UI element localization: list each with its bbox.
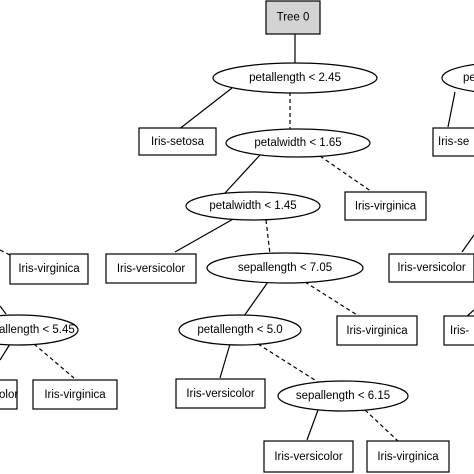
leaf-label: Iris-virginica [18, 263, 80, 275]
leaf-node-right-clipped: Iris- [443, 315, 474, 346]
leaf-label: Iris-virginica [377, 451, 439, 463]
leaf-node-left: Iris-virginica [9, 253, 89, 285]
leaf-label: Iris-versicolor [117, 263, 186, 275]
split-label: petalwidth < 1.65 [254, 137, 341, 149]
split-label: petallength < 5.0 [197, 324, 282, 336]
edge-n3-n5 [319, 155, 373, 193]
leaf-label: Iris-virginica [346, 325, 408, 337]
leaf-label: Iris-versicolor [274, 451, 343, 463]
edge-n7-n9 [304, 281, 366, 321]
root-node: Tree 0 [265, 0, 321, 35]
leaf-label: Iris-setosa [151, 136, 205, 148]
edge-left-to-l1 [0, 249, 13, 257]
leaf-label: olor [0, 389, 18, 401]
split-node: sepallength < 7.05 [206, 252, 364, 284]
edge-n11-n12 [306, 409, 319, 441]
leaf-node: Iris-virginica [366, 440, 450, 473]
edge-l2-l4 [33, 343, 75, 379]
edge-l2-l3 [0, 343, 11, 361]
leaf-node: Iris-versicolor [175, 378, 266, 409]
edge-left-into-l2 [0, 305, 7, 315]
edge-n8-n10 [219, 343, 231, 379]
leaf-node-right-clipped: Iris-se [432, 127, 474, 157]
leaf-node: Iris-virginica [344, 191, 427, 221]
edge-n7-n8 [243, 281, 269, 317]
edge-n3-n4 [224, 154, 261, 194]
leaf-node-left: Iris-virginica [32, 379, 118, 410]
leaf-label: Iris-versicolor [186, 388, 255, 400]
split-node: petallength < 5.0 [178, 314, 302, 346]
root-label: Tree 0 [277, 12, 310, 24]
edge-right-to-r3 [461, 234, 474, 253]
split-node-right-clipped: pe [441, 63, 474, 93]
split-label: sepallength < 6.15 [296, 390, 390, 402]
leaf-node: Iris-virginica [336, 315, 418, 346]
edge-n4-n7 [265, 219, 271, 255]
leaf-node: Iris-setosa [138, 127, 217, 156]
leaf-label: Iris-virginica [44, 389, 106, 401]
edges-layer [0, 34, 474, 442]
leaf-node: Iris-versicolor [263, 440, 354, 473]
edge-right-r1-r2 [447, 91, 456, 128]
leaf-label: Iris-se [438, 136, 469, 148]
split-node: petalwidth < 1.45 [185, 191, 321, 221]
split-label: petallength < 2.45 [249, 72, 341, 84]
edge-n4-n6 [174, 217, 236, 253]
split-node: sepallength < 6.15 [277, 380, 409, 412]
split-label: allength < 5.45 [0, 324, 75, 336]
leaf-node: Iris-versicolor [105, 253, 197, 284]
split-node: petalwidth < 1.65 [225, 128, 371, 158]
leaf-label: Iris-virginica [355, 201, 417, 213]
split-node-left-clipped: allength < 5.45 [0, 314, 79, 346]
leaf-label: Iris- [450, 325, 469, 337]
leaf-node-left-clipped: olor [0, 379, 18, 410]
split-node: petallength < 2.45 [212, 62, 378, 94]
leaf-node-right: Iris-versicolor [388, 253, 474, 283]
edge-n1-n2 [177, 87, 233, 131]
split-label: petalwidth < 1.45 [209, 200, 296, 212]
split-label: pe [463, 72, 474, 84]
edge-n11-n13 [364, 409, 399, 442]
leaf-label: Iris-versicolor [397, 262, 466, 274]
edge-n8-n11 [257, 343, 319, 383]
split-label: sepallength < 7.05 [238, 262, 332, 274]
